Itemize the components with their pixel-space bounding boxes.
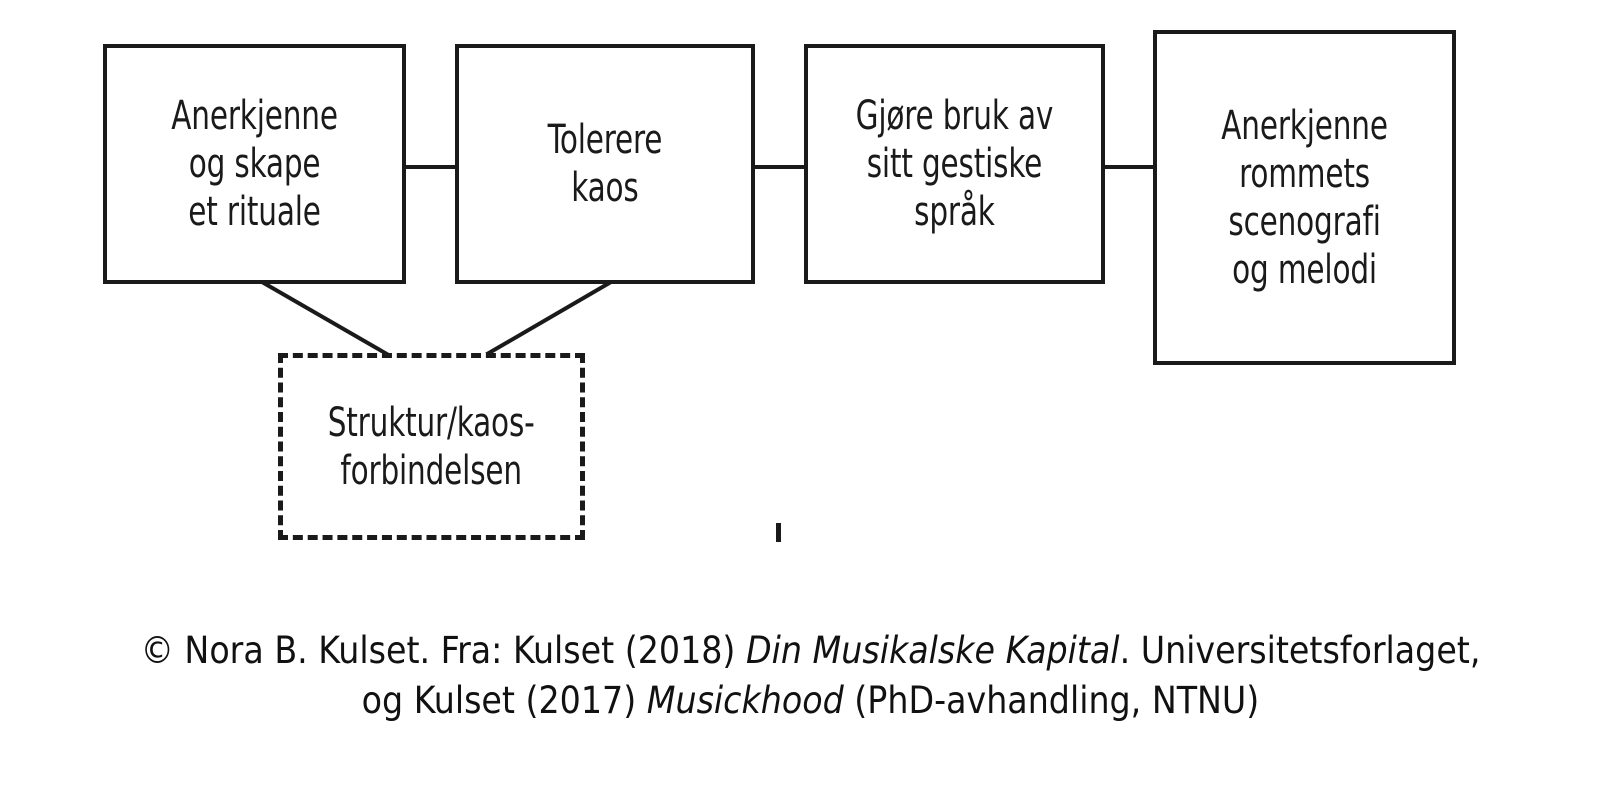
- diagonal-box1-to-dashed: [261, 280, 393, 359]
- caption-line2-part1: og Kulset (2017): [361, 678, 647, 722]
- stray-tick-mark: [776, 523, 781, 542]
- node-label: Struktur/kaos- forbindelsen: [328, 399, 535, 494]
- node-label: Gjøre bruk av sitt gestiske språk: [855, 93, 1054, 235]
- caption-line2-italic-title: Musickhood: [646, 678, 844, 722]
- connector-box1-box2: [403, 165, 457, 169]
- caption-line1-italic-title: Din Musikalske Kapital: [746, 629, 1120, 672]
- node-anerkjenne-skape-rituale[interactable]: Anerkjenne og skape et rituale: [103, 44, 406, 284]
- caption-line1-part1: © Nora B. Kulset. Fra: Kulset (2018): [140, 629, 746, 672]
- node-label: Anerkjenne rommets scenografi og melodi: [1221, 102, 1388, 293]
- node-tolerere-kaos[interactable]: Tolerere kaos: [455, 44, 755, 284]
- node-label: Anerkjenne og skape et rituale: [171, 93, 338, 235]
- node-gjore-bruk-gestiske-sprak[interactable]: Gjøre bruk av sitt gestiske språk: [804, 44, 1105, 284]
- caption-line-1: © Nora B. Kulset. Fra: Kulset (2018) Din…: [0, 626, 1621, 676]
- caption-line2-part2: (PhD-avhandling, NTNU): [843, 678, 1260, 722]
- caption: © Nora B. Kulset. Fra: Kulset (2018) Din…: [0, 626, 1621, 726]
- connector-box3-box4: [1101, 165, 1156, 169]
- node-struktur-kaos-forbindelsen[interactable]: Struktur/kaos- forbindelsen: [278, 353, 585, 540]
- caption-line-2: og Kulset (2017) Musickhood (PhD-avhandl…: [0, 676, 1621, 726]
- node-label: Tolerere kaos: [547, 117, 663, 211]
- diagonal-box2-to-dashed: [480, 280, 613, 359]
- caption-line1-part2: . Universitetsforlaget,: [1119, 629, 1481, 672]
- node-anerkjenne-rommets-scenografi[interactable]: Anerkjenne rommets scenografi og melodi: [1153, 30, 1456, 365]
- connector-box2-box3: [752, 165, 806, 169]
